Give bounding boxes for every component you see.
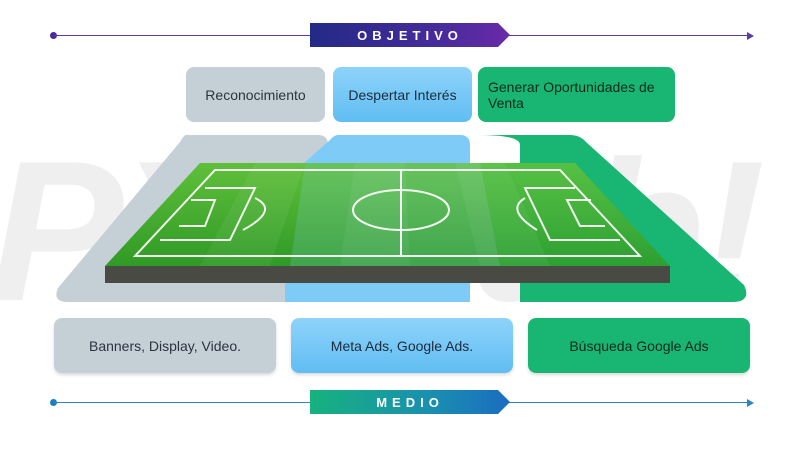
field-left-small-box xyxy=(179,199,217,227)
medium-line-left xyxy=(54,402,314,403)
objective-banner-label: OBJETIVO xyxy=(357,27,463,43)
objective-item-interest: Despertar Interés xyxy=(333,67,472,122)
soccer-field-image xyxy=(105,163,670,283)
objective-banner: OBJETIVO xyxy=(310,23,510,47)
medium-item-banners: Banners, Display, Video. xyxy=(54,318,276,373)
objective-line-right xyxy=(505,35,747,36)
medium-banner: MEDIO xyxy=(310,390,510,414)
medium-line-start-dot xyxy=(50,399,57,406)
field-soil xyxy=(105,266,670,283)
objective-item-recognition: Reconocimiento xyxy=(186,67,325,122)
objective-item-leads: Generar Oportunidades de Venta xyxy=(478,67,675,122)
field-right-box xyxy=(523,187,620,241)
medium-item-meta-google: Meta Ads, Google Ads. xyxy=(291,318,513,373)
medium-banner-label: MEDIO xyxy=(376,394,444,410)
objective-line-start-dot xyxy=(50,32,57,39)
objective-arrow-icon xyxy=(747,32,754,40)
field-left-box xyxy=(160,187,257,241)
medium-line-right xyxy=(505,402,747,403)
objective-line-left xyxy=(54,35,314,36)
field-right-small-box xyxy=(565,199,605,227)
field-boundary xyxy=(132,169,643,257)
field-center-circle xyxy=(352,189,450,231)
medium-item-search: Búsqueda Google Ads xyxy=(528,318,750,373)
medium-arrow-icon xyxy=(747,399,754,407)
